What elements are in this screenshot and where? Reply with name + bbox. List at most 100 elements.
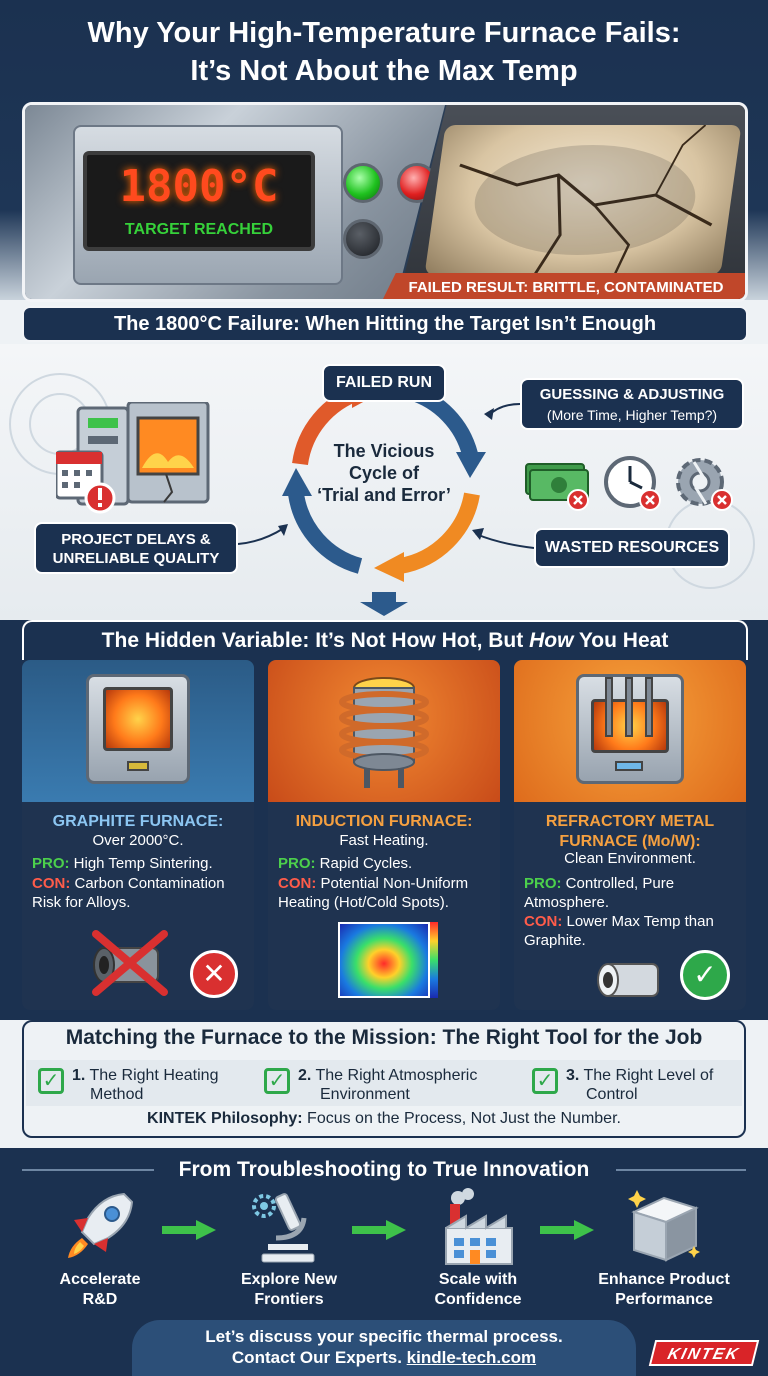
guessing-title: GUESSING & ADJUSTING xyxy=(539,386,725,403)
cycle-line-2: Cycle of xyxy=(348,463,420,483)
rocket-icon xyxy=(68,1192,134,1258)
induction-coil-icon xyxy=(339,677,429,788)
refractory-title-line-1: REFRACTORY METAL xyxy=(545,813,715,830)
step-enhance: Enhance Product Performance xyxy=(584,1270,744,1310)
graphite-furnace-display xyxy=(127,761,149,771)
philosophy-text: Focus on the Process, Not Just the Numbe… xyxy=(302,1110,621,1127)
heat-scale-icon xyxy=(430,922,438,998)
refractory-furnace-icon xyxy=(576,674,684,784)
broken-furnace-icon xyxy=(56,402,210,514)
item-line-1: The Right Level of xyxy=(583,1067,714,1084)
project-delays-label: PROJECT DELAYS & UNRELIABLE QUALITY xyxy=(34,522,238,574)
failure-subtitle: The 1800°C Failure: When Hitting the Tar… xyxy=(22,306,748,342)
wasted-resources-label: WASTED RESOURCES xyxy=(534,528,730,568)
hv-title-end: You Heat xyxy=(573,629,669,652)
arrow-right-icon xyxy=(162,1220,216,1240)
pro-label: PRO: xyxy=(524,875,562,892)
guessing-label: GUESSING & ADJUSTING (More Time, Higher … xyxy=(520,378,744,430)
hidden-variable-title: The Hidden Variable: It’s Not How Hot, B… xyxy=(22,620,748,660)
matching-item-1: 1. The Right Heating Method xyxy=(72,1066,252,1104)
con-label: CON: xyxy=(524,913,563,930)
item-number: 3. xyxy=(566,1067,580,1084)
refractory-furnace-card: REFRACTORY METAL FURNACE (Mo/W): Clean E… xyxy=(514,660,746,1010)
cycle-line-3: ‘Trial and Error’ xyxy=(317,485,451,505)
temperature-display: 1800°C TARGET REACHED xyxy=(83,151,315,251)
induction-desc: Fast Heating. xyxy=(339,832,429,849)
hv-title-start: The Hidden Variable: It’s Not How Hot, B… xyxy=(101,629,530,652)
con-label: CON: xyxy=(32,875,71,892)
divider xyxy=(22,1169,154,1171)
step-line-1: Explore New xyxy=(240,1271,338,1288)
clean-part-icon xyxy=(597,963,659,997)
con-text: Potential Non-Uniform Heating (Hot/Cold … xyxy=(278,875,469,911)
money-icon xyxy=(525,463,589,511)
delays-line-2: UNRELIABLE QUALITY xyxy=(52,550,220,567)
pro-text: Controlled, Pure Atmosphere. xyxy=(524,875,675,911)
checkbox-checked-icon: ✓ xyxy=(264,1068,290,1094)
cycle-center-text: The Vicious Cycle of ‘Trial and Error’ xyxy=(304,440,464,506)
step-line-1: Accelerate xyxy=(59,1271,141,1288)
graphite-title: GRAPHITE FURNACE: xyxy=(52,813,224,830)
refractory-desc: Clean Environment. xyxy=(564,850,696,867)
heat-map-icon xyxy=(338,922,430,998)
hv-title-emphasis: How xyxy=(529,629,574,652)
kintek-logo: KINTEK xyxy=(648,1340,760,1366)
con-text: Lower Max Temp than Graphite. xyxy=(524,913,714,949)
contaminated-part-icon xyxy=(92,930,168,996)
item-line-1: The Right Heating xyxy=(89,1067,219,1084)
con-label: CON: xyxy=(278,875,317,892)
display-temperature: 1800°C xyxy=(119,161,279,212)
step-line-2: Confidence xyxy=(434,1291,522,1308)
microscope-icon xyxy=(252,1193,315,1263)
step-line-2: R&D xyxy=(82,1291,118,1308)
graphite-furnace-window xyxy=(103,687,173,751)
refractory-con: CON: Lower Max Temp than Graphite. xyxy=(524,912,738,950)
kintek-philosophy: KINTEK Philosophy: Focus on the Process,… xyxy=(0,1110,768,1128)
display-status: TARGET REACHED xyxy=(124,221,274,238)
graphite-furnace-icon xyxy=(86,674,190,784)
graphite-furnace-card: GRAPHITE FURNACE: Over 2000°C. PRO: High… xyxy=(22,660,254,1010)
checkbox-checked-icon: ✓ xyxy=(532,1068,558,1094)
website-link[interactable]: kindle-tech.com xyxy=(406,1348,537,1367)
arrow-right-icon xyxy=(352,1220,406,1240)
control-knob-icon xyxy=(343,219,383,259)
graphite-con: CON: Carbon Contamination Risk for Alloy… xyxy=(32,874,246,912)
cycle-line-1: The Vicious xyxy=(333,441,435,461)
refractory-title-line-2: FURNACE (Mo/W): xyxy=(559,833,701,850)
item-line-1: The Right Atmospheric xyxy=(315,1067,478,1084)
item-number: 1. xyxy=(72,1067,86,1084)
step-scale: Scale with Confidence xyxy=(403,1270,553,1310)
philosophy-label: KINTEK Philosophy: xyxy=(147,1110,303,1127)
pro-text: High Temp Sintering. xyxy=(73,855,213,872)
cta-line-2-text: Contact Our Experts. xyxy=(231,1348,407,1367)
metal-bar-icon xyxy=(628,1190,700,1262)
item-line-2: Environment xyxy=(320,1086,410,1103)
failed-result-banner: FAILED RESULT: BRITTLE, CONTAMINATED xyxy=(381,273,745,299)
checkbox-checked-icon: ✓ xyxy=(38,1068,64,1094)
delays-line-1: PROJECT DELAYS & xyxy=(61,531,211,548)
refractory-pro: PRO: Controlled, Pure Atmosphere. xyxy=(524,874,738,912)
con-text: Carbon Contamination Risk for Alloys. xyxy=(32,875,225,911)
cracked-sample-icon xyxy=(424,124,742,276)
induction-pro: PRO: Rapid Cycles. xyxy=(278,854,492,873)
matching-item-3: 3. The Right Level of Control xyxy=(566,1066,742,1104)
item-line-2: Control xyxy=(586,1086,638,1103)
induction-furnace-card: INDUCTION FURNACE: Fast Heating. PRO: Ra… xyxy=(268,660,500,1010)
guessing-subtitle: (More Time, Higher Temp?) xyxy=(546,407,718,423)
step-line-1: Enhance Product xyxy=(598,1271,730,1288)
page-title: Why Your High-Temperature Furnace Fails:… xyxy=(0,14,768,90)
check-mark-icon: ✓ xyxy=(680,950,730,1000)
cta-line-2: Contact Our Experts. kindle-tech.com xyxy=(132,1347,636,1368)
factory-icon xyxy=(445,1188,513,1265)
cta-line-1: Let’s discuss your specific thermal proc… xyxy=(205,1327,563,1346)
clock-icon xyxy=(604,456,661,511)
heating-element-icon xyxy=(645,677,653,737)
refractory-furnace-display xyxy=(615,761,643,771)
wasted-resources-icons xyxy=(525,456,733,511)
heating-element-icon xyxy=(605,677,613,737)
item-number: 2. xyxy=(298,1067,312,1084)
induction-con: CON: Potential Non-Uniform Heating (Hot/… xyxy=(278,874,492,912)
matching-strip xyxy=(26,1060,742,1106)
cycle-diagram xyxy=(9,373,755,616)
step-accelerate: Accelerate R&D xyxy=(25,1270,175,1310)
